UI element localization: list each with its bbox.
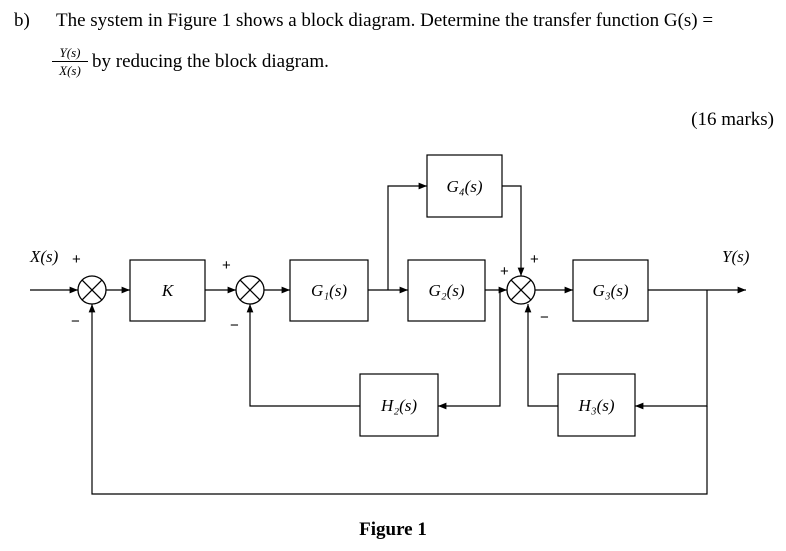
summing-junction-2	[235, 275, 265, 305]
question-text-line2: by reducing the block diagram.	[92, 51, 329, 72]
g4-branch-out	[502, 185, 525, 276]
block-g4-label: G₄(s)	[446, 177, 482, 196]
h2-return-line	[246, 304, 360, 407]
block-k-label: K	[161, 281, 175, 300]
summing-junction-1	[77, 275, 107, 305]
block-k: K	[129, 259, 206, 322]
block-g1-label: G₁(s)	[311, 281, 347, 300]
input-label: X(s)	[29, 247, 59, 266]
question-text-line1: The system in Figure 1 shows a block dia…	[56, 10, 714, 31]
block-g2-label: G₂(s)	[428, 281, 464, 300]
sj1-minus-sign: −	[71, 313, 80, 330]
transfer-function-fraction: Y(s) X(s)	[52, 44, 88, 79]
fraction-numerator: Y(s)	[52, 44, 88, 62]
block-g4: G₄(s)	[426, 154, 503, 218]
block-g2: G₂(s)	[407, 259, 486, 322]
sj3-plus-left-sign: +	[500, 263, 509, 280]
outer-feedback-line	[88, 304, 708, 495]
block-h2: H₂(s)	[359, 373, 439, 437]
sj1-plus-sign: +	[72, 251, 81, 268]
sj2-minus-sign: −	[230, 317, 239, 334]
block-h3-label: H₃(s)	[577, 396, 614, 415]
fraction-denominator: X(s)	[59, 63, 81, 78]
summing-junction-3	[506, 275, 536, 305]
question-label: b)	[14, 10, 30, 31]
block-h2-label: H₂(s)	[380, 396, 417, 415]
block-g3-label: G₃(s)	[592, 281, 628, 300]
block-h3: H₃(s)	[557, 373, 636, 437]
sj3-plus-top-sign: +	[530, 251, 539, 268]
marks-label: (16 marks)	[691, 109, 774, 130]
h2-pick-line	[438, 290, 501, 410]
sj3-minus-sign: −	[540, 309, 549, 326]
output-label: Y(s)	[722, 247, 750, 266]
figure-caption: Figure 1	[359, 519, 427, 540]
block-g3: G₃(s)	[572, 259, 649, 322]
sj2-plus-sign: +	[222, 257, 231, 274]
block-g1: G₁(s)	[289, 259, 369, 322]
h3-return-line	[524, 304, 558, 407]
g4-branch-in	[387, 182, 427, 290]
